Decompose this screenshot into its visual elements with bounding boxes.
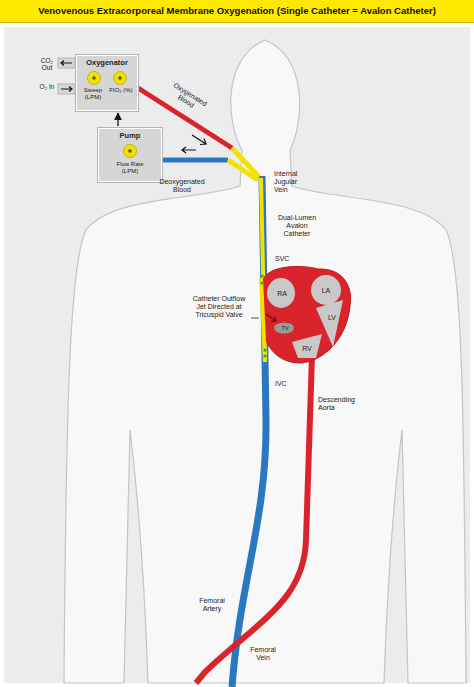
dial	[88, 72, 101, 85]
dial-center	[128, 149, 132, 153]
avalon-catheter	[261, 178, 265, 362]
leader-line	[251, 318, 259, 319]
flow-arrow	[182, 147, 196, 153]
drain-tube	[160, 158, 228, 163]
flow-label: Deoxygenated Blood	[156, 178, 208, 194]
chamber-label: RV	[298, 345, 316, 353]
box-heading: Oxygenator	[79, 59, 135, 67]
vessel-label: Descending Aorta	[318, 396, 368, 412]
body-silhouette	[64, 40, 466, 683]
gas-label: O₂ In	[38, 83, 56, 90]
gas-port	[58, 84, 75, 94]
gas-label: CO₂ Out	[37, 57, 57, 72]
flow-label: Oxygenated Blood	[164, 79, 211, 117]
flow-connector	[117, 113, 118, 126]
flow-arrow	[61, 87, 72, 92]
heart	[262, 266, 351, 363]
setting-label: Sweep (LPM)	[79, 87, 107, 100]
dial	[124, 145, 137, 158]
gas-port	[58, 58, 75, 68]
box-heading: Pump	[101, 132, 159, 140]
chamber-label: LA	[316, 287, 336, 295]
vein	[232, 176, 266, 687]
catheter-label: Dual-Lumen Avalon Catheter	[274, 214, 320, 237]
right-atrium	[267, 278, 295, 308]
dial-center	[118, 76, 122, 80]
vessel-label: Internal Jugular Vein	[274, 170, 310, 193]
vessel-label: IVC	[275, 380, 299, 388]
dial	[114, 72, 127, 85]
vessel-label: Femoral Vein	[246, 646, 280, 662]
chamber-label: RA	[272, 290, 292, 298]
vessel-label: SVC	[275, 255, 299, 263]
catheter-port	[263, 348, 266, 351]
right-ventricle	[292, 334, 322, 358]
tricuspid-valve	[274, 323, 294, 334]
oxygenator-box: OxygenatorSweep (LPM)FIO₂ (%)	[76, 55, 138, 111]
catheter-port	[260, 274, 263, 277]
catheter-port	[260, 281, 263, 284]
left-atrium	[311, 275, 341, 305]
callout-label: Catheter Outflow Jet Directed at Tricusp…	[188, 295, 250, 318]
aorta	[196, 355, 312, 683]
valve-label: TV	[277, 325, 293, 332]
flow-arrow	[61, 61, 72, 66]
setting-label: FIO₂ (%)	[107, 87, 135, 94]
outflow-jet	[266, 314, 276, 322]
title-bar: Venovenous Extracorporeal Membrane Oxyge…	[0, 0, 474, 23]
vessel-label: Femoral Artery	[192, 597, 232, 613]
panel	[4, 27, 470, 683]
chamber-label: LV	[324, 314, 340, 322]
catheter-port	[263, 354, 266, 357]
flow-arrow	[192, 135, 206, 145]
drain-tube	[228, 160, 258, 180]
pump-box: PumpFlow Rate (LPM)	[98, 128, 162, 182]
setting-label: Flow Rate (LPM)	[110, 161, 150, 174]
dial-center	[92, 76, 96, 80]
